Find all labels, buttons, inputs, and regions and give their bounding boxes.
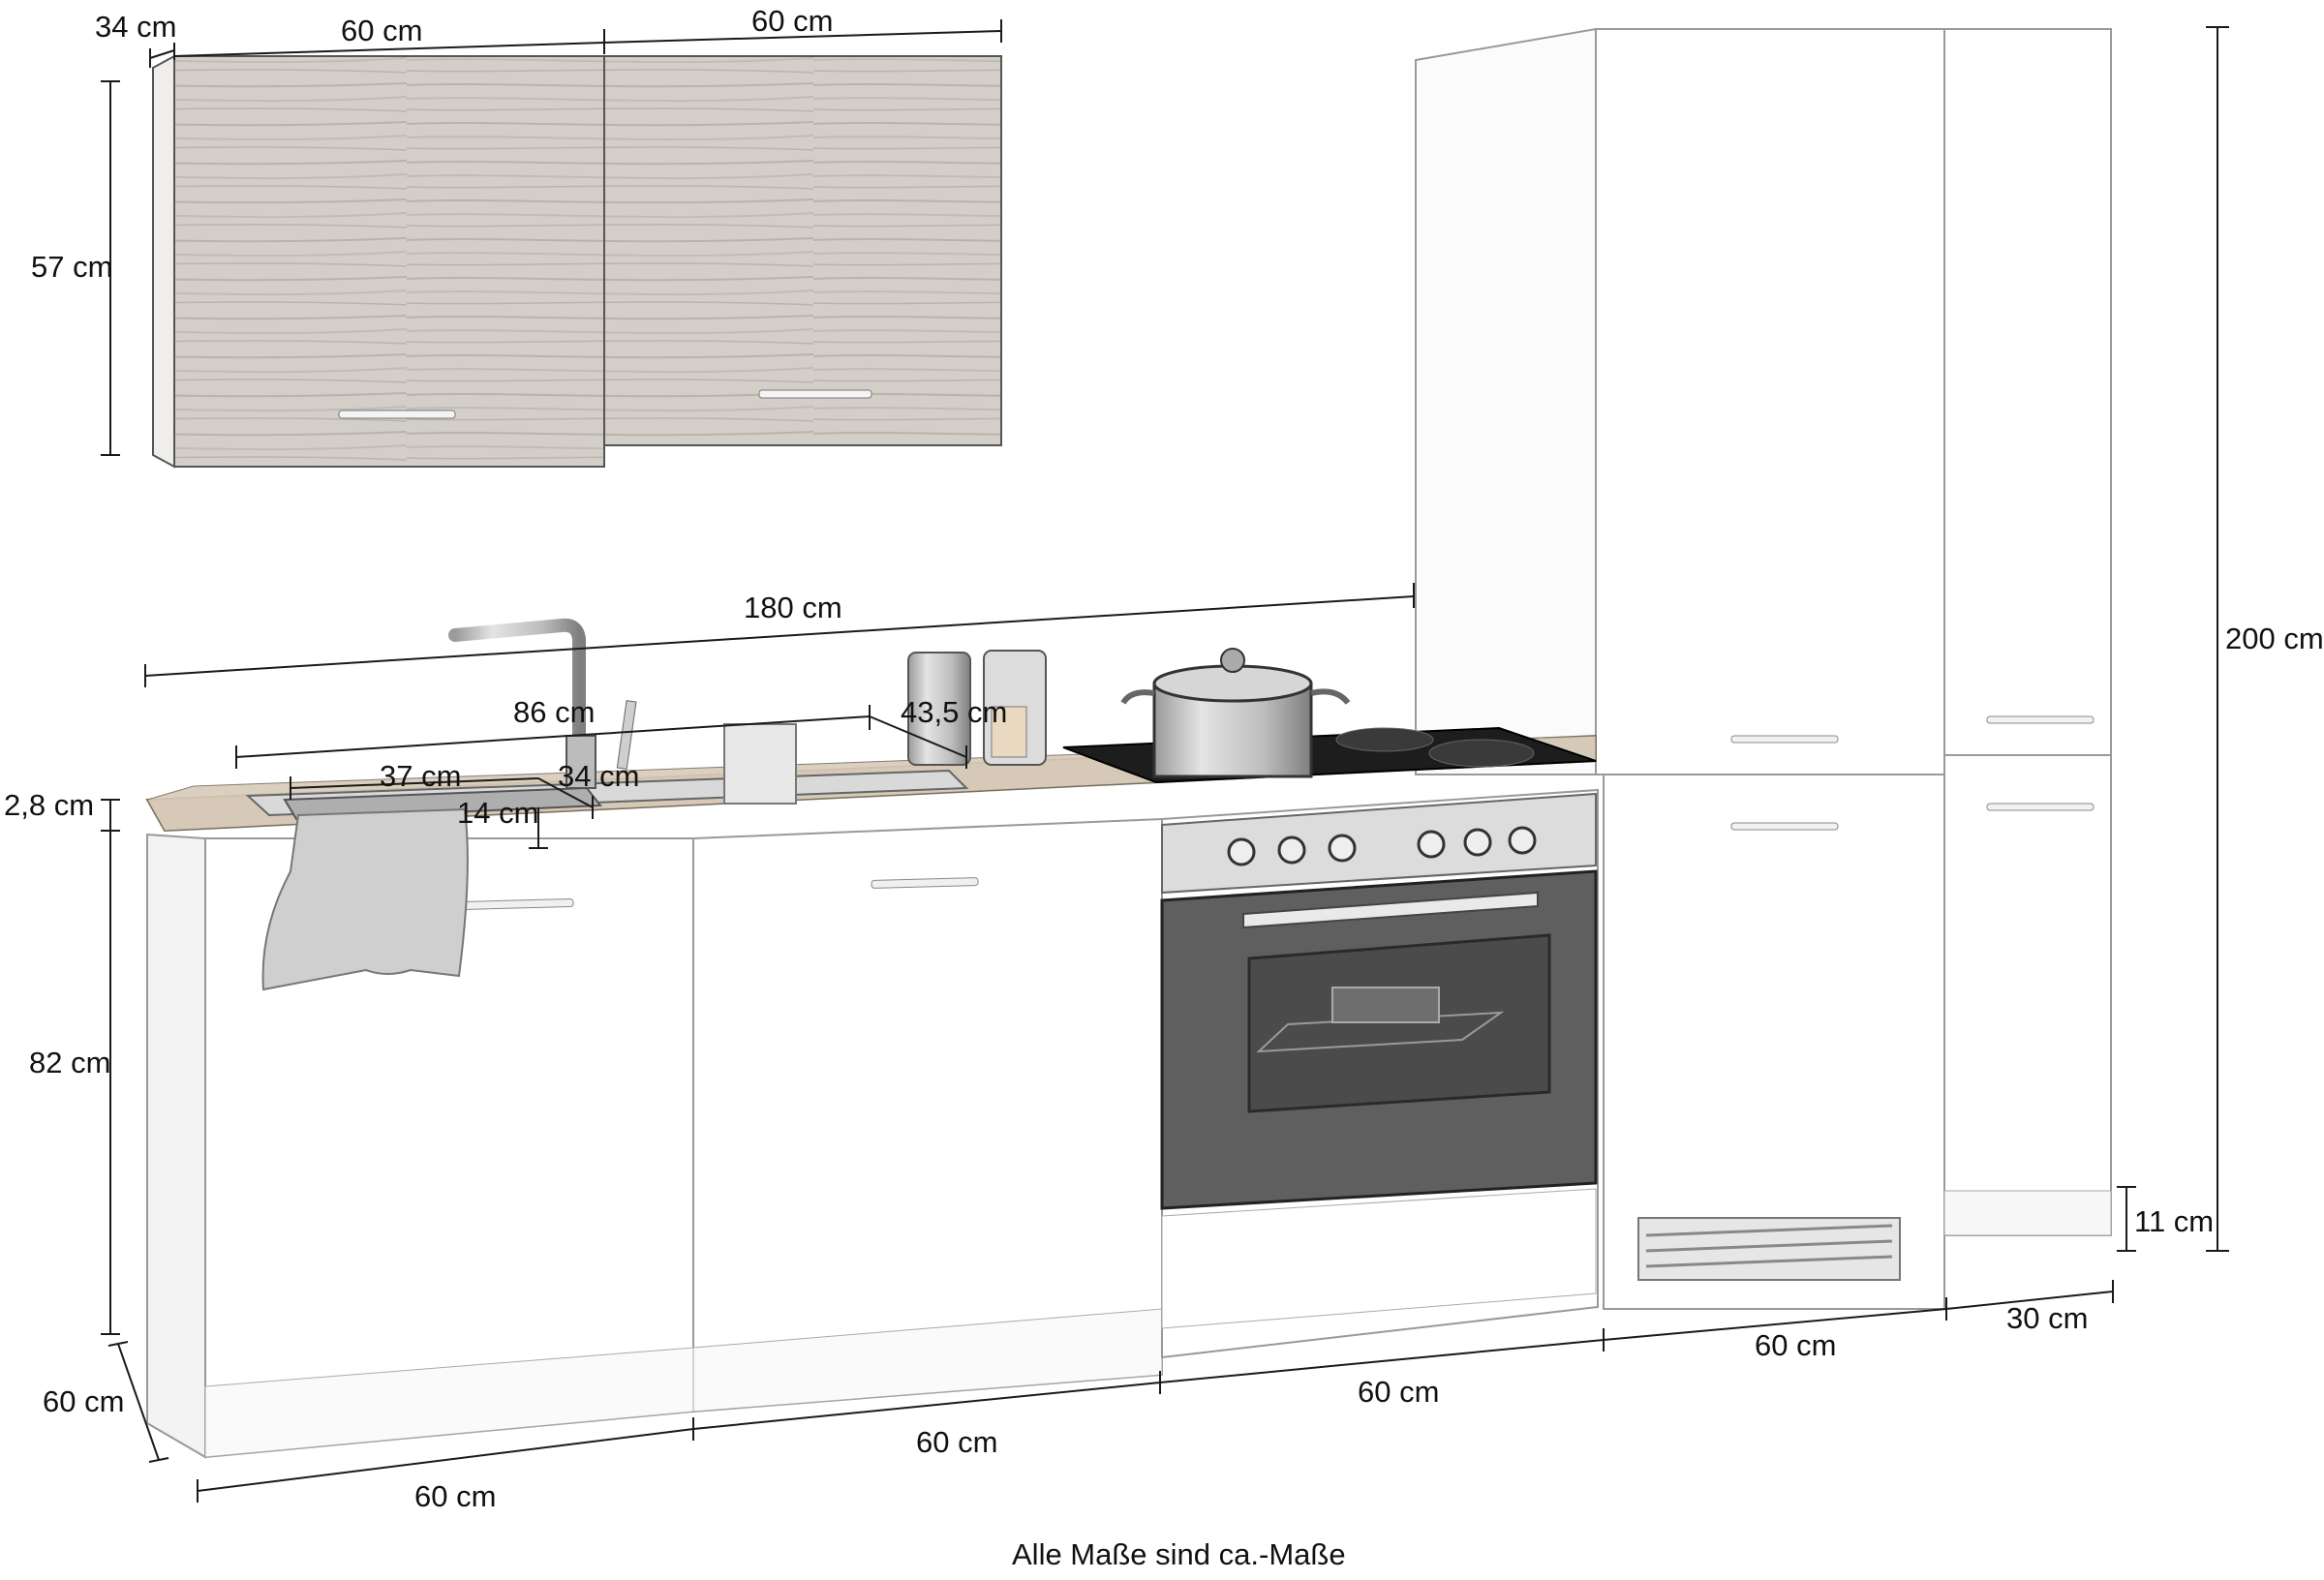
dim-width-oven: 60 cm bbox=[1358, 1375, 1439, 1409]
canister-icon bbox=[907, 652, 971, 766]
dim-base-height: 82 cm bbox=[29, 1046, 110, 1079]
knob-icon bbox=[1227, 837, 1256, 866]
oven-knobs bbox=[1227, 826, 1537, 866]
glass-icon bbox=[723, 723, 797, 805]
oven-drawer bbox=[1161, 1188, 1597, 1329]
dim-wall-width-right: 60 cm bbox=[751, 4, 833, 38]
ventilation-grille bbox=[1637, 1217, 1901, 1281]
dimension-lines bbox=[101, 19, 2229, 1503]
dim-worktop-thickness: 2,8 cm bbox=[4, 788, 94, 822]
wall-cabinet bbox=[152, 54, 1002, 469]
base-side-left bbox=[146, 833, 206, 1459]
dim-sink-width: 86 cm bbox=[513, 695, 595, 729]
base-handle-2 bbox=[871, 877, 979, 889]
wall-door-right bbox=[603, 55, 1002, 446]
narrow-plinth bbox=[1943, 1190, 2112, 1236]
knob-icon bbox=[1463, 828, 1492, 857]
footer-note: Alle Maße sind ca.-Maße bbox=[1012, 1537, 1346, 1571]
tall-handle-upper bbox=[1730, 735, 1839, 744]
oven-handle bbox=[1242, 891, 1539, 929]
spice-jar-icon bbox=[991, 706, 1027, 758]
dim-basin-depth: 34 cm bbox=[558, 759, 639, 793]
dim-width-narrow: 30 cm bbox=[2006, 1301, 2088, 1335]
dim-total-height: 200 cm bbox=[2225, 622, 2324, 655]
faucet-icon bbox=[448, 618, 637, 789]
tall-door-upper bbox=[1595, 28, 1945, 775]
knob-icon bbox=[1277, 836, 1306, 865]
narrow-handle-upper bbox=[1986, 715, 2095, 724]
wall-cabinet-side bbox=[152, 54, 175, 469]
dim-wall-width-left: 60 cm bbox=[341, 14, 422, 47]
dim-base-depth: 60 cm bbox=[43, 1384, 124, 1418]
oven-control-panel bbox=[1161, 792, 1597, 895]
knob-icon bbox=[1417, 830, 1446, 859]
towel-icon bbox=[261, 807, 469, 991]
plinth-2 bbox=[692, 1308, 1163, 1413]
sink-basin bbox=[283, 786, 602, 821]
narrow-door-lower bbox=[1943, 754, 2112, 1236]
knob-icon bbox=[1508, 826, 1537, 855]
canisters bbox=[907, 650, 1047, 766]
dim-wall-depth: 34 cm bbox=[95, 10, 176, 44]
base-cabinets bbox=[146, 788, 1599, 1459]
worktop bbox=[145, 618, 1597, 991]
wall-handle-left bbox=[338, 410, 456, 419]
dim-width-base-1: 60 cm bbox=[414, 1479, 496, 1513]
wall-door-left bbox=[173, 55, 605, 468]
dim-counter-length: 180 cm bbox=[744, 591, 842, 624]
tall-handle-lower bbox=[1730, 822, 1839, 831]
dim-width-fridge: 60 cm bbox=[1755, 1328, 1836, 1362]
narrow-handle-lower bbox=[1986, 803, 2095, 811]
dim-plinth-height: 11 cm bbox=[2134, 1204, 2214, 1238]
oven-tray bbox=[1331, 987, 1440, 1023]
dim-wall-height: 57 cm bbox=[31, 250, 112, 284]
dimension-labels: 34 cm 60 cm 60 cm 57 cm 200 cm 180 cm 86… bbox=[4, 4, 2324, 1571]
tall-cabinet-side bbox=[1415, 27, 1597, 775]
hob-zone-icon bbox=[1428, 739, 1535, 768]
pot-icon bbox=[1120, 648, 1351, 778]
tall-cabinet bbox=[1415, 27, 2112, 1310]
oven-rack bbox=[1256, 987, 1505, 1053]
hob-zone-icon bbox=[1335, 727, 1434, 752]
knob-icon bbox=[1328, 834, 1357, 863]
dim-sink-depth: 43,5 cm bbox=[901, 695, 1007, 729]
dim-width-base-2: 60 cm bbox=[916, 1425, 997, 1459]
narrow-door-upper bbox=[1943, 28, 2112, 756]
dim-basin-width: 37 cm bbox=[380, 759, 461, 793]
wall-handle-right bbox=[758, 389, 872, 399]
dim-basin-height: 14 cm bbox=[457, 796, 538, 830]
